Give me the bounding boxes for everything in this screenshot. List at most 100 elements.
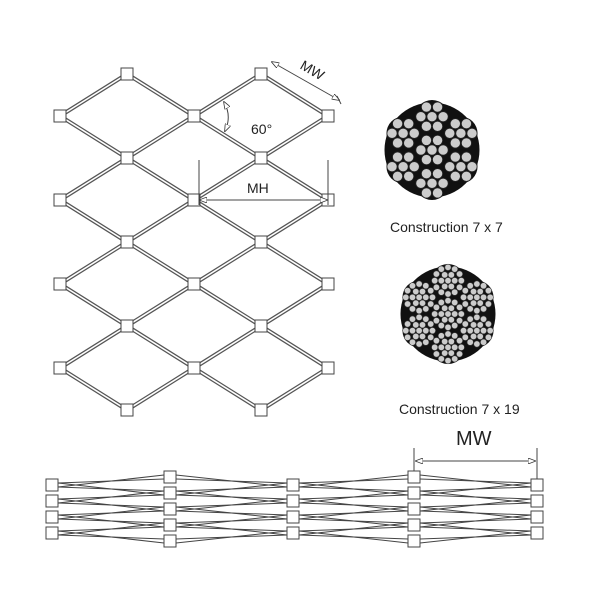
wire [455,161,467,173]
wire [460,327,468,335]
wire [420,101,432,113]
wire [432,303,440,311]
wire [455,127,467,139]
wire [473,293,481,301]
wire [451,322,459,330]
ferrule [286,526,300,540]
wire [415,313,423,321]
wire [432,154,444,166]
wire [456,337,464,345]
wire [415,144,427,156]
wire [397,161,409,173]
wire [451,288,459,296]
wire [480,338,488,346]
ferrule [254,151,268,165]
wire [408,327,416,335]
angle-label: 60° [251,121,273,137]
wire [426,111,438,123]
wire [422,338,430,346]
wire [476,299,484,307]
wire [403,118,415,130]
wire [447,338,455,346]
wire [484,300,492,308]
wire [412,299,420,307]
wire [457,277,465,285]
ferrule [530,526,544,540]
wire [392,118,404,130]
mesh-dimensions [198,62,538,480]
wire [427,333,435,341]
wire [432,168,444,180]
wire [447,271,455,279]
wire [466,327,474,335]
wire [403,137,415,149]
wire [437,355,445,363]
wire [451,277,459,285]
wire [420,154,432,166]
ferrule [321,109,335,123]
wire [397,127,409,139]
wire [432,350,440,358]
wire [456,283,464,291]
wire [444,290,452,298]
wire [466,161,478,173]
wire [426,177,438,189]
wire [449,118,461,130]
wire [444,357,452,365]
wire [444,323,452,331]
wire [473,340,481,348]
wire [427,320,435,328]
wire [408,305,416,313]
wire [408,161,420,173]
rope-caption-7x7: Construction 7 x 7 [390,219,503,235]
ferrule [163,534,177,548]
ferrule [163,518,177,532]
ferrule [120,319,134,333]
wire [415,307,423,315]
wire [486,327,494,335]
wire [432,187,444,199]
wire [402,293,410,301]
ferrule [407,502,421,516]
wire [476,288,484,296]
wire [415,111,427,123]
wire [470,299,478,307]
ferrule [254,67,268,81]
ferrule [407,470,421,484]
ferrule [407,518,421,532]
wire [404,287,412,295]
ferrule [45,526,59,540]
wire [437,277,445,285]
wire [456,303,464,311]
wire [466,315,474,323]
ferrule [254,235,268,249]
wire [422,315,430,323]
ferrule [45,478,59,492]
wire [447,316,455,324]
wire [484,287,492,295]
wire [461,300,469,308]
wire [432,134,444,146]
wire [444,330,452,338]
wire [444,263,452,271]
wire [422,293,430,301]
ferrule [407,534,421,548]
wire [447,349,455,357]
wire [441,271,449,279]
rope-section-7x19 [400,263,496,365]
wire [444,127,456,139]
ferrule [53,277,67,291]
wire [451,332,459,340]
wire [428,327,436,335]
wire [437,111,449,123]
wire [480,305,488,313]
wire [456,317,464,325]
wire [461,333,469,341]
wire [441,316,449,324]
rope-caption-7x19: Construction 7 x 19 [399,401,520,417]
wire [449,170,461,182]
wire [404,300,412,308]
wire [460,293,468,301]
wire [402,327,410,335]
ferrule [53,361,67,375]
